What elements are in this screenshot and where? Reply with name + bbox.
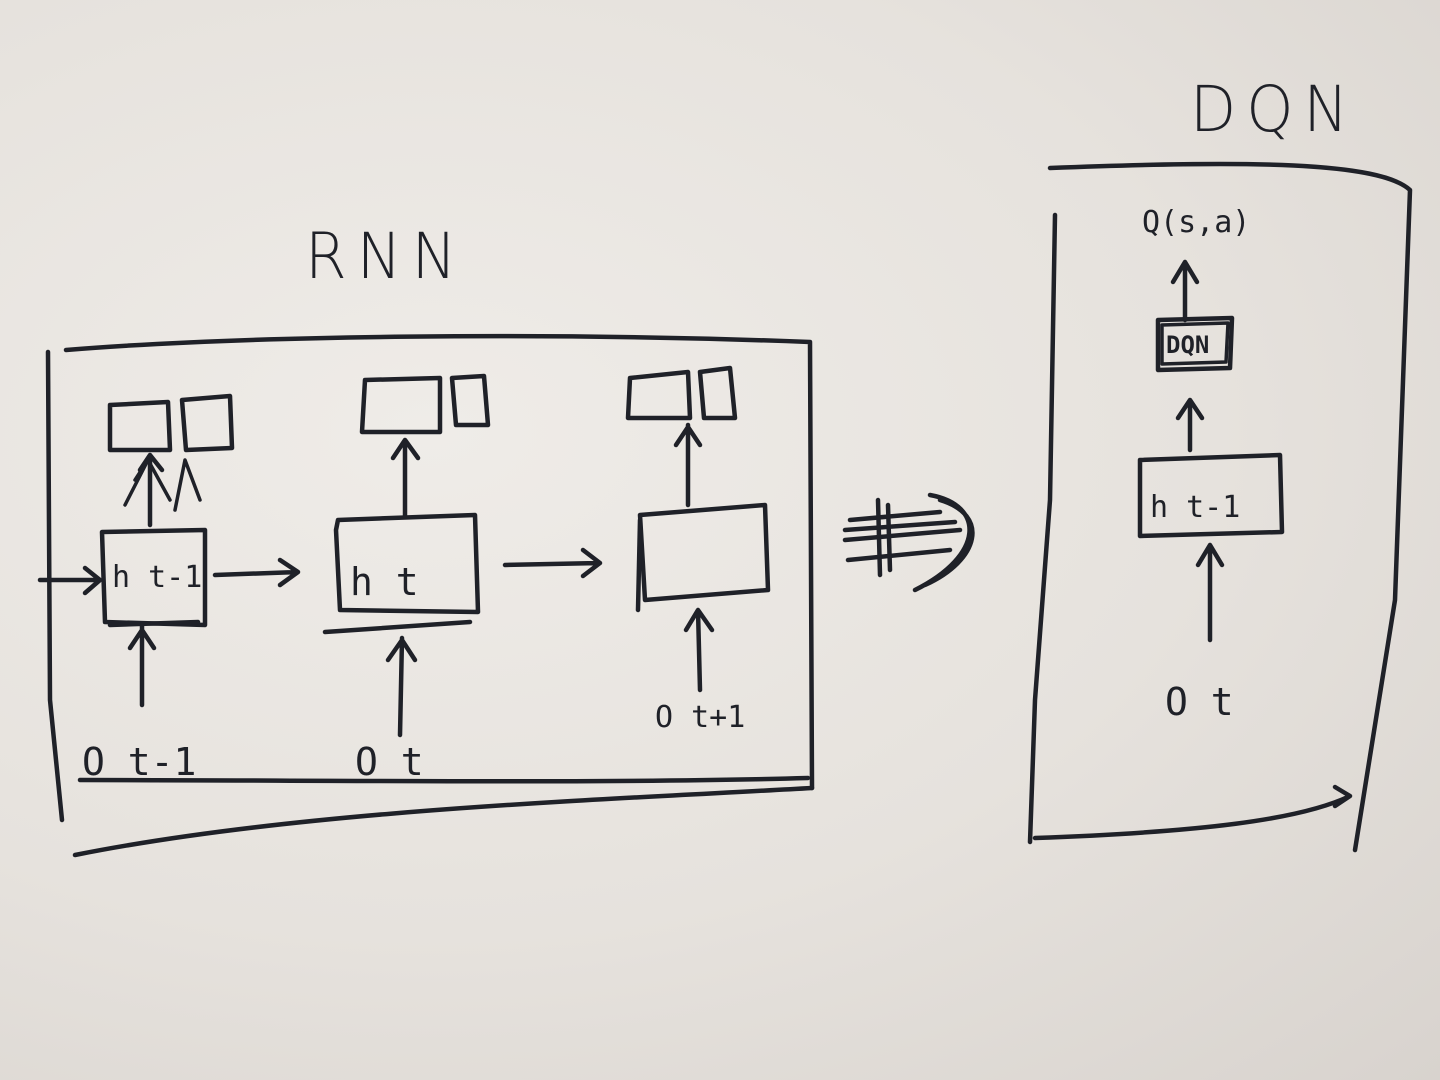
- rnn-cell-2: [322, 373, 491, 738]
- output-box-2b: [449, 373, 491, 428]
- rnn-cell-1: [37, 393, 235, 708]
- dqn-mid-arrow: [1175, 397, 1205, 453]
- dqn-hidden-label: h t-1: [1150, 490, 1241, 525]
- output-box-2a: [359, 375, 443, 435]
- output-box-3a: [625, 369, 693, 421]
- dqn-title: DQN: [1190, 73, 1359, 147]
- dqn-hidden-box: [1137, 452, 1285, 539]
- output-box-1a: [107, 399, 173, 453]
- dqn-top-box-label: DQN: [1166, 331, 1210, 359]
- output-arrow-2: [390, 437, 421, 520]
- hidden-box-2: [333, 512, 481, 615]
- dqn-top-box: [1155, 315, 1235, 373]
- dqn-input-label: O t: [1165, 680, 1234, 724]
- dqn-frame: [1027, 161, 1413, 853]
- dqn-network: [1137, 259, 1285, 643]
- rnn-frame: [45, 333, 815, 858]
- rnn-cell-2-hidden-label: h t: [350, 560, 419, 604]
- dqn-output-label: Q(s,a): [1142, 205, 1251, 240]
- rnn-title: RNN: [305, 220, 467, 294]
- output-box-3b: [697, 365, 738, 421]
- transform-arrow: [842, 492, 975, 593]
- output-box-1b: [179, 393, 235, 453]
- rnn-cell-3: [625, 365, 771, 693]
- input-arrow-3: [683, 607, 715, 693]
- rnn-cell-1-input-label: O t-1: [82, 740, 197, 784]
- dqn-input-arrow: [1195, 542, 1225, 643]
- recurrent-arrow-1: [212, 557, 301, 588]
- input-arrow-1: [127, 622, 157, 708]
- rnn-cell-1-hidden-label: h t-1: [112, 560, 203, 595]
- q-arrow: [1170, 259, 1200, 323]
- hidden-box-1: [99, 527, 208, 628]
- left-input-arrow: [37, 565, 103, 596]
- recurrent-arrow-2: [502, 547, 603, 579]
- rnn-cell-2-input-label: O t: [355, 740, 424, 784]
- rnn-cell-3-input-label: O t+1: [655, 700, 746, 735]
- hidden-box-3: [637, 502, 771, 603]
- input-arrow-2: [385, 635, 418, 738]
- output-arrow-3: [673, 422, 703, 508]
